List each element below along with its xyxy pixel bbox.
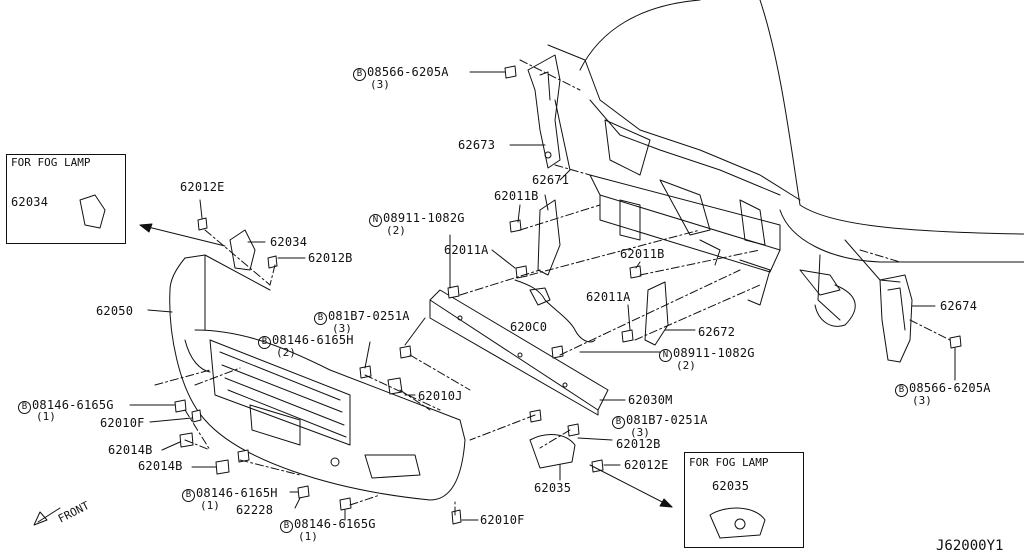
bracket-62674: [814, 274, 913, 363]
leader-lines: [129, 71, 956, 521]
qty-08146-a: (2): [276, 346, 296, 359]
part-62012B-b: 62012B: [616, 437, 661, 451]
fog-lamp-box-left-part: 62034: [11, 195, 49, 209]
part-62035: 62035: [534, 481, 572, 495]
part-62014B-b: 62014B: [138, 459, 183, 473]
part-620C0: 620C0: [510, 320, 548, 334]
part-62012E-b: 62012E: [624, 458, 669, 472]
arrows: [33, 223, 673, 526]
part-62673: 62673: [458, 138, 496, 152]
qty-08566-bot: (3): [912, 394, 932, 407]
foglamp-62035: [529, 434, 766, 539]
part-62030M: 62030M: [628, 393, 673, 407]
qty-08146-b: (1): [36, 410, 56, 423]
part-62012B-a: 62012B: [308, 251, 353, 265]
nut-symbol-icon: N: [659, 349, 672, 362]
bracket-62673: [527, 54, 561, 169]
part-62034: 62034: [270, 235, 308, 249]
fog-lamp-box-right: [684, 452, 804, 548]
guide-lines: [154, 59, 951, 516]
part-62671: 62671: [532, 173, 570, 187]
frame-cross-member: [589, 174, 841, 306]
foglamp-62034: [79, 194, 256, 271]
qty-08146-d: (1): [298, 530, 318, 543]
fog-lamp-box-left-title: FOR FOG LAMP: [11, 156, 91, 169]
bracket-62672: [644, 281, 669, 346]
qty-081B7-b: (3): [630, 426, 650, 439]
fog-lamp-box-right-part: 62035: [712, 479, 750, 493]
nut-symbol-icon: N: [369, 214, 382, 227]
bolt-symbol-icon: B: [280, 520, 293, 533]
bumper-62050: [169, 254, 466, 501]
part-62011A-a: 62011A: [444, 243, 489, 257]
bolt-symbol-icon: B: [612, 416, 625, 429]
part-62050: 62050: [96, 304, 134, 318]
qty-08566-top: (3): [370, 78, 390, 91]
part-62011B-a: 62011B: [494, 189, 539, 203]
cab-body: [547, 0, 1024, 321]
fasteners: [174, 65, 962, 525]
part-62228: 62228: [236, 503, 274, 517]
part-62672: 62672: [698, 325, 736, 339]
bolt-symbol-icon: B: [895, 384, 908, 397]
part-62010F-a: 62010F: [100, 416, 145, 430]
diagram-id: J62000Y1: [936, 538, 1004, 554]
part-62010F-b: 62010F: [480, 513, 525, 527]
bolt-symbol-icon: B: [353, 68, 366, 81]
fog-lamp-box-right-title: FOR FOG LAMP: [689, 456, 769, 469]
part-62010J: 62010J: [418, 389, 463, 403]
part-62011B-b: 62011B: [620, 247, 665, 261]
qty-08146-c: (1): [200, 499, 220, 512]
fog-lamp-box-left: [6, 154, 126, 244]
harness-620C0: [514, 279, 596, 343]
bolt-symbol-icon: B: [182, 489, 195, 502]
bolt-symbol-icon: B: [18, 401, 31, 414]
part-62011A-b: 62011A: [586, 290, 631, 304]
part-62014B-a: 62014B: [108, 443, 153, 457]
part-62012E-a: 62012E: [180, 180, 225, 194]
bolt-symbol-icon: B: [314, 312, 327, 325]
qty-08911-b: (2): [676, 359, 696, 372]
reinforcement-62030M: [429, 289, 609, 416]
qty-08911-a: (2): [386, 224, 406, 237]
bolt-symbol-icon: B: [258, 336, 271, 349]
bracket-62671: [537, 199, 561, 276]
qty-081B7-a: (3): [332, 322, 352, 335]
part-62674: 62674: [940, 299, 978, 313]
